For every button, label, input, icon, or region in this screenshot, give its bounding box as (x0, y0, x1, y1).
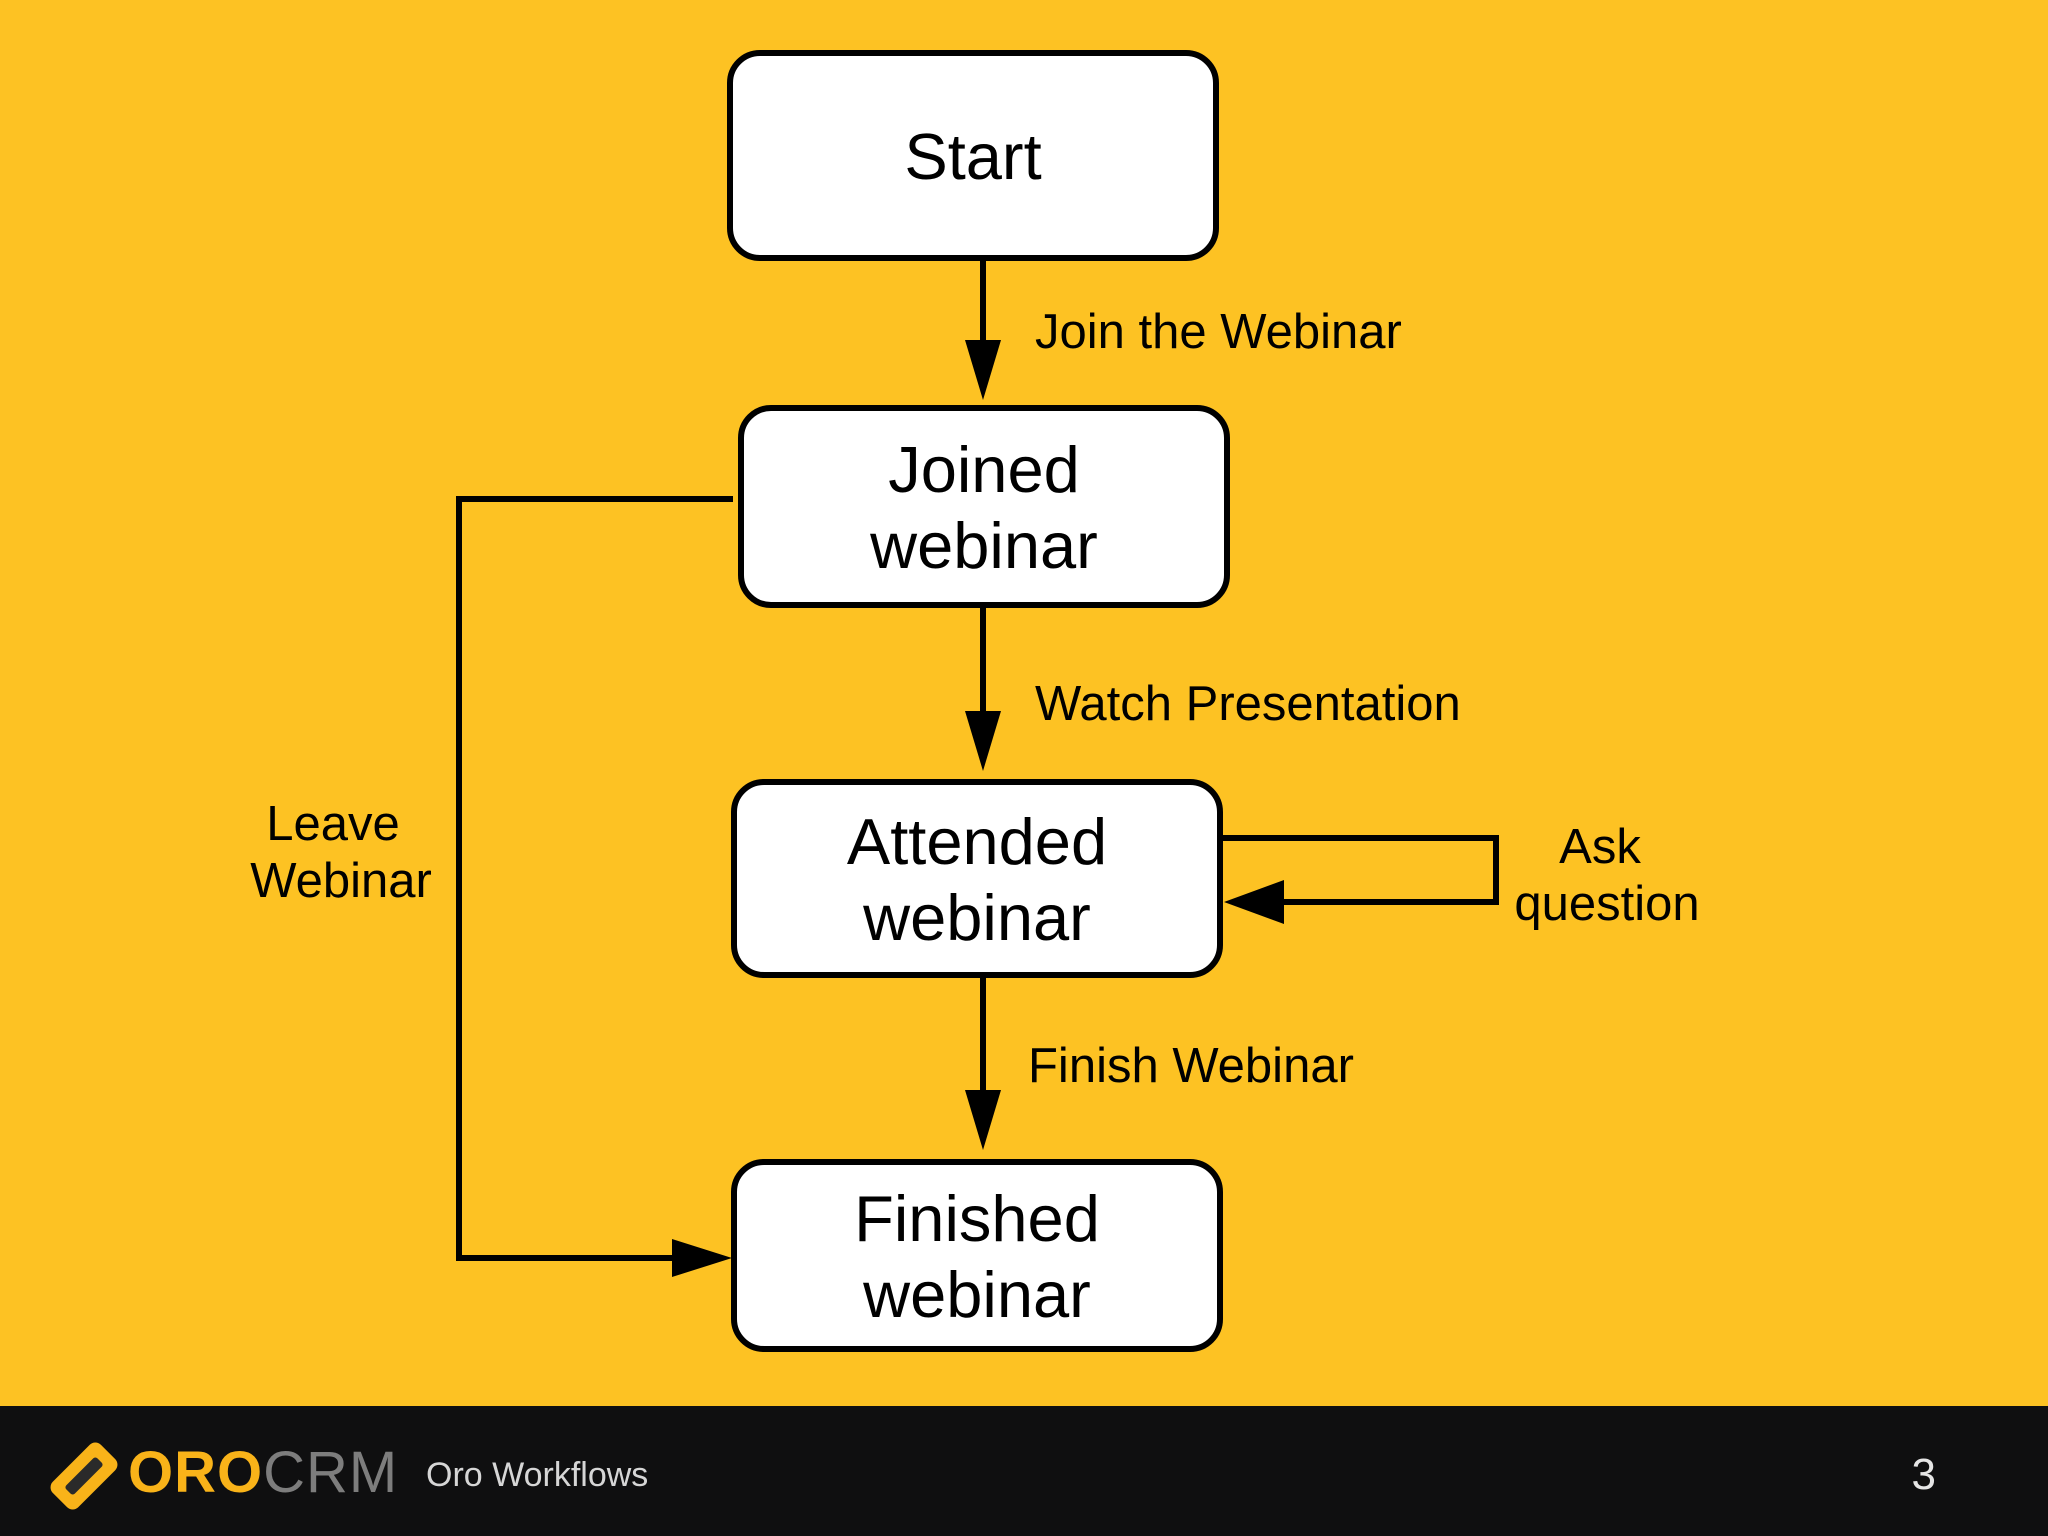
state-attended-box (731, 779, 1223, 978)
edge-ask-label: Ask (1559, 820, 1641, 874)
state-attended: Attended webinar (731, 779, 1223, 978)
state-finished-label: Finished (854, 1182, 1100, 1255)
state-start-label: Start (904, 120, 1041, 193)
edge-finish-label: Finish Webinar (1028, 1039, 1354, 1093)
workflow-diagram: Start Joined webinar Attended webinar Fi… (250, 50, 1700, 1352)
state-joined-box (738, 405, 1230, 608)
footer-bar: OROCRM Oro Workflows 3 (0, 1406, 2048, 1536)
arrowhead-leave (672, 1239, 732, 1277)
state-attended-label: Attended (847, 805, 1107, 878)
page-number: 3 (1911, 1450, 1936, 1499)
arrowhead-finish (965, 1090, 1001, 1150)
arrowhead-watch (965, 711, 1001, 771)
state-start-box (727, 50, 1219, 261)
state-finished: Finished webinar (731, 1159, 1223, 1352)
edge-join-label: Join the Webinar (1035, 305, 1402, 359)
brand-crm-text: CRM (263, 1440, 399, 1505)
arrowhead-join (965, 340, 1001, 400)
brand-logotype: OROCRM (128, 1438, 398, 1508)
arrowhead-ask (1224, 880, 1284, 924)
state-finished-box (731, 1159, 1223, 1352)
edge-leave-label: Leave (266, 797, 400, 851)
state-finished-label-2: webinar (862, 1258, 1091, 1331)
slide-content: Start Joined webinar Attended webinar Fi… (250, 50, 1700, 1352)
orocrm-logo-icon (50, 1442, 118, 1510)
state-attended-label-2: webinar (862, 881, 1091, 954)
state-joined-label-2: webinar (869, 509, 1098, 582)
connectors (456, 260, 1499, 1261)
arrowheads (672, 340, 1284, 1277)
edge-watch-label: Watch Presentation (1035, 677, 1461, 731)
brand-oro-text: ORO (128, 1440, 264, 1505)
edge-ask-line (1222, 835, 1499, 905)
state-start: Start (727, 50, 1219, 261)
state-joined: Joined webinar (738, 405, 1230, 608)
edge-leave-line (456, 496, 733, 1261)
state-joined-label: Joined (888, 433, 1080, 506)
edge-ask-label-2: question (1514, 877, 1699, 931)
presentation-title: Oro Workflows (426, 1456, 649, 1494)
edge-leave-label-2: Webinar (250, 854, 432, 908)
